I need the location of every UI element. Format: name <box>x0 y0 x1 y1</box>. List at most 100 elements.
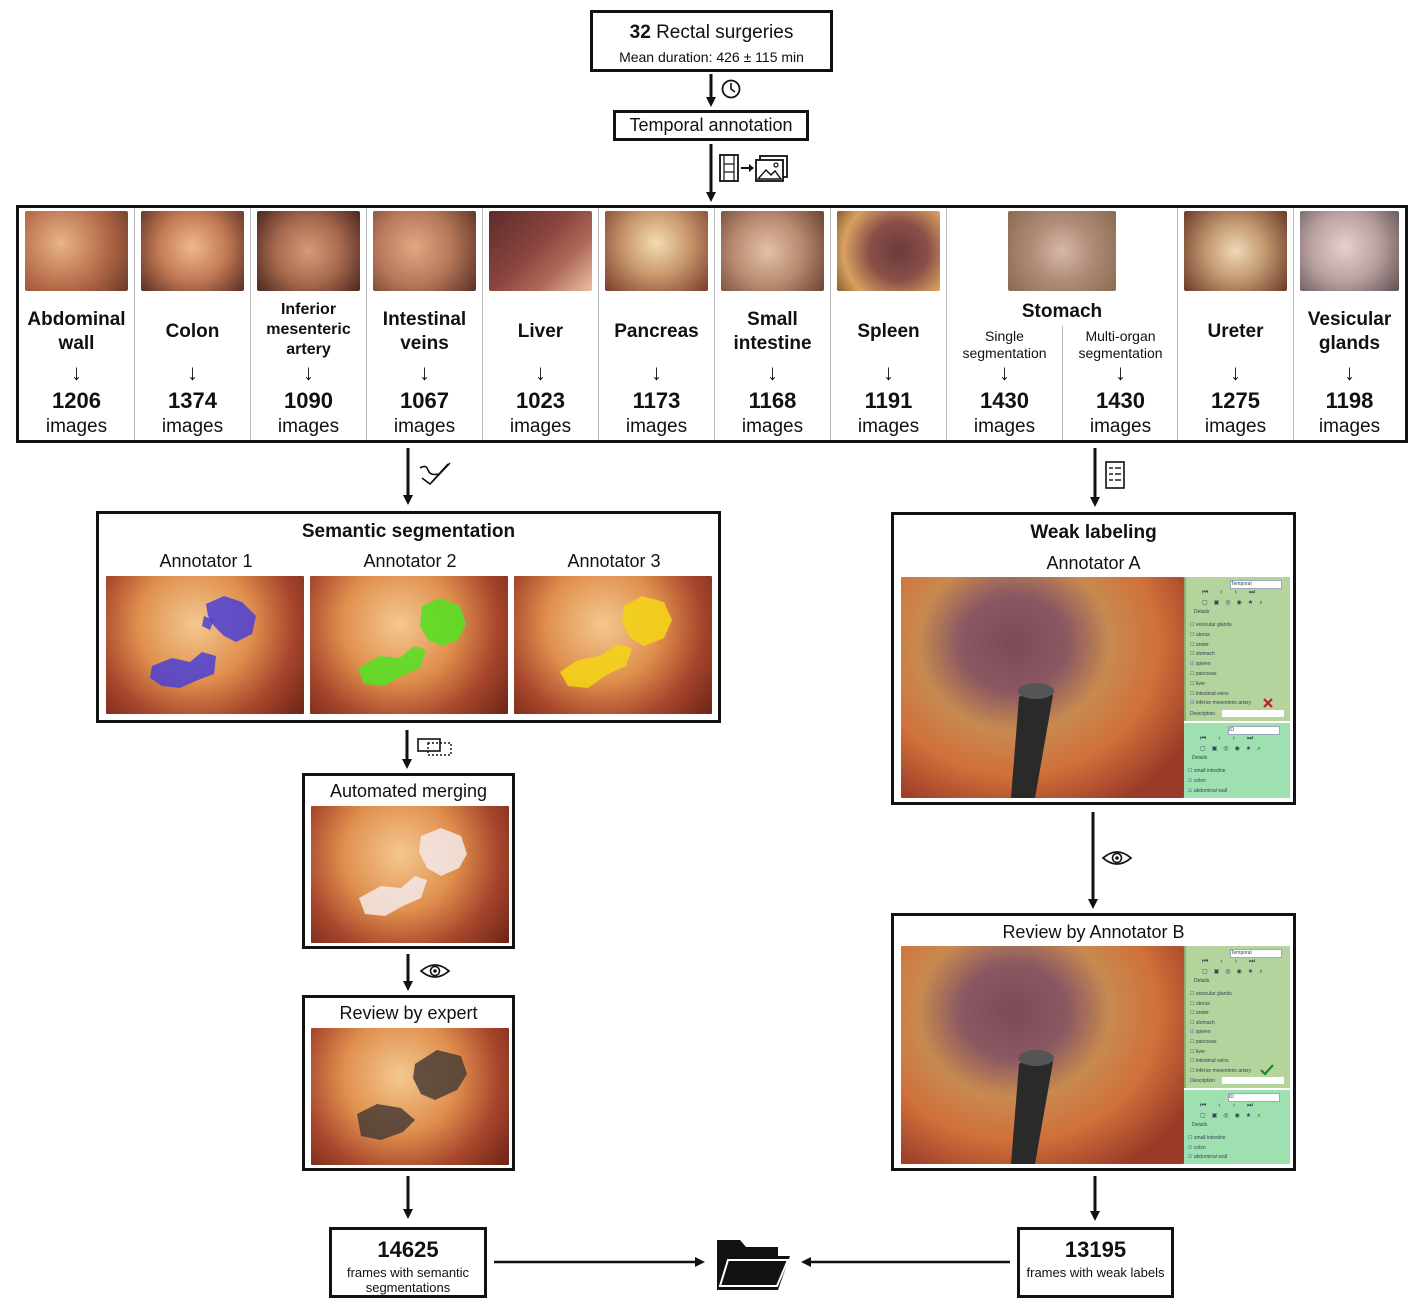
description-input[interactable] <box>1222 710 1284 717</box>
organ-unit: images <box>973 416 1036 437</box>
label-item[interactable]: ☐ small intestine <box>1188 768 1226 774</box>
details-toggle[interactable]: Details <box>1192 755 1208 761</box>
stomach-single-label: Single segmentation <box>962 328 1047 361</box>
organ-unit: images <box>393 416 456 437</box>
weak-frames-box: 13195 frames with weak labels <box>1017 1227 1174 1298</box>
organ-name: Pancreas <box>614 321 699 342</box>
organ-name: Stomach <box>1021 301 1103 322</box>
organ-column-abdominal-wall: Abdominal wall ↓ 1206 images <box>19 208 135 440</box>
annotator-label: Annotator A <box>1046 553 1141 573</box>
organ-name: Vesicular glands <box>1307 309 1392 354</box>
label-item[interactable]: ☑ abdominal wall <box>1188 1154 1227 1161</box>
label-ui-panel-2: ID ⏮‹›⏭ ▢▣◎◉★⌕ Details ☐ small intestine… <box>1184 723 1290 798</box>
organ-name: Spleen <box>857 321 920 342</box>
organ-name: Intestinal veins <box>382 309 467 354</box>
label-item[interactable]: ☐ intestinal veins <box>1190 1058 1229 1065</box>
down-arrow: ↓ <box>883 360 894 385</box>
label-item[interactable]: ☑ abdominal wall <box>1188 787 1227 794</box>
label-item[interactable]: ☐ stomach <box>1190 651 1215 658</box>
down-arrow: ↓ <box>999 360 1010 385</box>
label-ui-panel-2: ID ⏮‹›⏭ ▢▣◎◉★⌕ Details ☐ small intestine… <box>1184 1090 1290 1164</box>
weak-frames-text: frames with weak labels <box>1026 1265 1165 1280</box>
label-ui-panel: Temporal ⏮‹›⏭ ▢▣◎◉★⌕ Details ☐ vesicular… <box>1184 946 1290 1088</box>
surgery-count: 32 <box>629 22 651 43</box>
nav-controls[interactable]: ⏮‹›⏭ <box>1202 589 1268 596</box>
stomach-divider <box>1062 326 1063 440</box>
down-arrow: ↓ <box>535 360 546 385</box>
nav-controls[interactable]: ⏮‹›⏭ <box>1200 735 1266 742</box>
tool-icons[interactable]: ▢▣◎◉★⌕ <box>1200 1113 1267 1119</box>
label-item[interactable]: ☑ spleen <box>1190 1029 1211 1036</box>
organ-unit: images <box>1089 416 1152 437</box>
tool-icons[interactable]: ▢▣◎◉★⌕ <box>1202 600 1269 606</box>
tool-icons[interactable]: ▢▣◎◉★⌕ <box>1202 969 1269 975</box>
organ-column-small-intestine: Small intestine ↓ 1168 images <box>715 208 831 440</box>
organ-table: Abdominal wall ↓ 1206 images Colon ↓ 137… <box>16 205 1408 443</box>
dropdown-value: ID <box>1229 727 1234 733</box>
organ-thumbnail <box>141 211 244 291</box>
details-toggle[interactable]: Details <box>1194 609 1210 615</box>
organ-column-liver: Liver ↓ 1023 images <box>483 208 599 440</box>
panel-title: Semantic segmentation <box>301 521 516 542</box>
label-item[interactable]: ☐ stomach <box>1190 1019 1215 1026</box>
surgical-image <box>106 576 304 714</box>
label-item[interactable]: ☐ small intestine <box>1188 1135 1226 1141</box>
label-item[interactable]: ☑ colon <box>1188 777 1206 784</box>
mean-duration: Mean duration: 426 ± 115 min <box>619 49 804 65</box>
organ-count: 1023 <box>516 388 565 413</box>
checkmark-icon <box>1260 1064 1274 1076</box>
id-dropdown[interactable]: ID <box>1228 1093 1280 1102</box>
label-list: ☐ vesicular glands ☐ uterus ☐ ureter ☐ s… <box>1190 990 1251 1076</box>
organ-count: 1198 <box>1325 388 1374 413</box>
organ-count: 1191 <box>864 388 913 413</box>
organ-unit: images <box>1318 416 1381 437</box>
label-item[interactable]: ☐ vesicular glands <box>1190 991 1232 997</box>
down-arrow: ↓ <box>419 360 430 385</box>
organ-thumbnail <box>25 211 128 291</box>
label-item[interactable]: ☐ liver <box>1190 1048 1206 1055</box>
panel-title: Automated merging <box>329 781 488 801</box>
organ-thumbnail <box>489 211 592 291</box>
organ-count: 1090 <box>284 388 333 413</box>
label-item[interactable]: ☐ ureter <box>1190 1010 1209 1017</box>
label-item[interactable]: ☐ ureter <box>1190 641 1209 648</box>
label-dropdown[interactable]: Temporal <box>1230 580 1282 589</box>
nav-controls[interactable]: ⏮‹›⏭ <box>1202 958 1268 965</box>
dropdown-value: Temporal <box>1231 581 1252 587</box>
stomach-multi-label: Multi-organ segmentation <box>1078 328 1163 361</box>
label-item[interactable]: ☐ pancreas <box>1190 670 1217 677</box>
organ-column-ureter: Ureter ↓ 1275 images <box>1178 208 1294 440</box>
label-item[interactable]: ☐ uterus <box>1190 631 1210 638</box>
label-item[interactable]: ☑ spleen <box>1190 661 1211 668</box>
label-item[interactable]: ☐ liver <box>1190 680 1206 687</box>
organ-count: 1275 <box>1211 388 1260 413</box>
label-item[interactable]: ☑ colon <box>1188 1144 1206 1151</box>
surgical-image <box>901 946 1184 1164</box>
organ-thumbnail <box>1300 211 1399 291</box>
label-list: ☐ small intestine ☑ colon ☑ abdominal wa… <box>1188 767 1227 796</box>
weak-labeling-panel: Weak labeling Annotator A Temporal ⏮‹›⏭ … <box>891 512 1296 805</box>
details-toggle[interactable]: Details <box>1194 978 1210 984</box>
id-dropdown[interactable]: ID <box>1228 726 1280 735</box>
semantic-frames-box: 14625 frames with semantic segmentations <box>329 1227 487 1298</box>
label-item[interactable]: ☐ uterus <box>1190 1000 1210 1007</box>
tool-icons[interactable]: ▢▣◎◉★⌕ <box>1200 746 1267 752</box>
folder-icon <box>717 1240 790 1290</box>
mask-overlay <box>560 596 672 688</box>
label-item[interactable]: ☐ intestinal veins <box>1190 690 1229 697</box>
details-toggle[interactable]: Details <box>1192 1122 1208 1128</box>
semantic-frames-text: frames with semantic segmentations <box>346 1265 470 1295</box>
nav-controls[interactable]: ⏮‹›⏭ <box>1200 1102 1266 1109</box>
label-item[interactable]: ☐ pancreas <box>1190 1038 1217 1045</box>
review-by-annotator-b-panel: Review by Annotator B Temporal ⏮‹›⏭ ▢▣◎◉… <box>891 913 1296 1171</box>
description-input[interactable] <box>1222 1077 1284 1084</box>
down-arrow: ↓ <box>767 360 778 385</box>
label-item[interactable]: ☐ inferior mesenteric artery <box>1190 1067 1252 1074</box>
surgeries-box: 32 Rectal surgeries Mean duration: 426 ±… <box>590 10 833 72</box>
organ-name: Colon <box>165 321 220 342</box>
label-item[interactable]: ☑ inferior mesenteric artery <box>1190 700 1252 707</box>
label-dropdown[interactable]: Temporal <box>1230 949 1282 958</box>
organ-column-stomach: Stomach Single segmentation Multi-organ … <box>947 208 1178 440</box>
organ-name: Small intestine <box>733 309 812 354</box>
label-item[interactable]: ☐ vesicular glands <box>1190 622 1232 628</box>
